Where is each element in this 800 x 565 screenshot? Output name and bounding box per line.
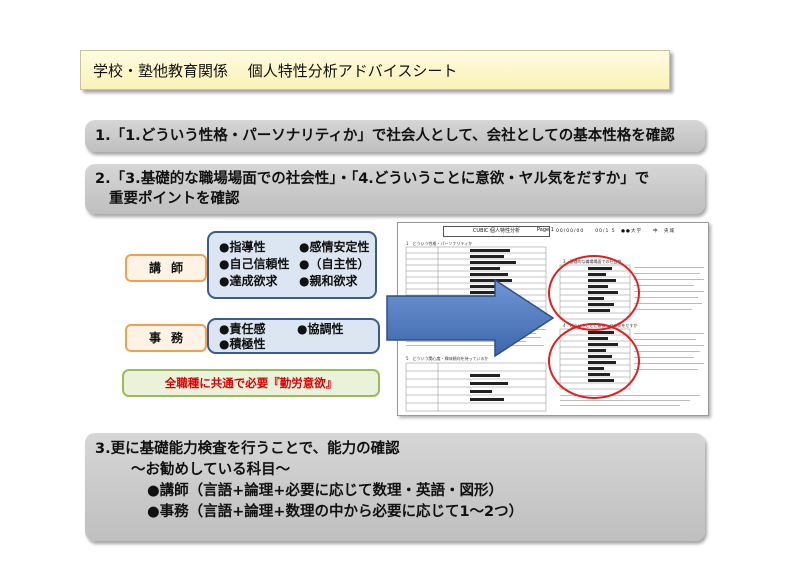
trait-item: ●（自主性） [299,257,370,271]
trait-item: ●責任感 [219,322,266,336]
sheet-title: CUBIC 個人特性分析 [443,226,550,237]
highlight-ring-upper [548,255,640,331]
sheet-section-5: 5 どういう関心度・興味傾向を持っているか [406,356,489,361]
right-arrow-icon [386,278,555,358]
section-2-line-1: 2.「3.基礎的な職場場面での社会性」・「4.どういうことに意欲・ヤル気をだすか… [95,171,650,187]
trait-item: ●感情安定性 [299,240,370,254]
section-3: 3.更に基礎能力検査を行うことで、能力の確認 ～お勧めしている科目～ ●講師（言… [85,433,705,541]
page-title: 学校・塾他教育関係 個人特性分析アドバイスシート [80,50,670,90]
role-office-label: 事務 [125,324,207,352]
office-traits-box: ●責任感 ●協調性 ●積極性 [207,318,380,354]
section-1: 1.「1.どういう性格・パーソナリティか」で社会人として、会社としての基本性格を… [85,120,705,152]
trait-item: ●積極性 [219,337,266,351]
sheet-info: 00/00/00 00/1 5 ●●大学 中 央城 [556,229,675,234]
role-teacher-label: 講師 [125,254,207,282]
section-3-line-4: ●事務（言語+論理+数理の中から必要に応じて1～2つ） [147,504,524,520]
trait-item: ●自己信頼性 [219,257,290,271]
teacher-traits-box: ●指導性 ●感情安定性 ●自己信頼性 ●（自主性） ●達成欲求 ●親和欲求 [207,231,377,299]
trait-item: ●指導性 [219,240,266,254]
trait-item: ●協調性 [297,322,344,336]
section-3-line-3: ●講師（言語+論理+必要に応じて数理・英語・図形） [147,483,503,499]
sheet-page: Page 1 [537,227,554,233]
highlight-ring-lower [548,323,640,399]
trait-item: ●達成欲求 [219,274,278,288]
section-2-line-2: 重要ポイントを確認 [109,191,240,207]
trait-item: ●親和欲求 [299,274,358,288]
section-3-line-1: 3.更に基礎能力検査を行うことで、能力の確認 [95,441,400,457]
section-2: 2.「3.基礎的な職場場面での社会性」・「4.どういうことに意欲・ヤル気をだすか… [85,164,705,214]
common-requirement-note: 全職種に共通で必要『勤労意欲』 [122,369,380,397]
sheet-section-1: 1 どういう性格・パーソナリティか [406,241,473,246]
section-3-line-2: ～お勧めしている科目～ [131,462,291,478]
